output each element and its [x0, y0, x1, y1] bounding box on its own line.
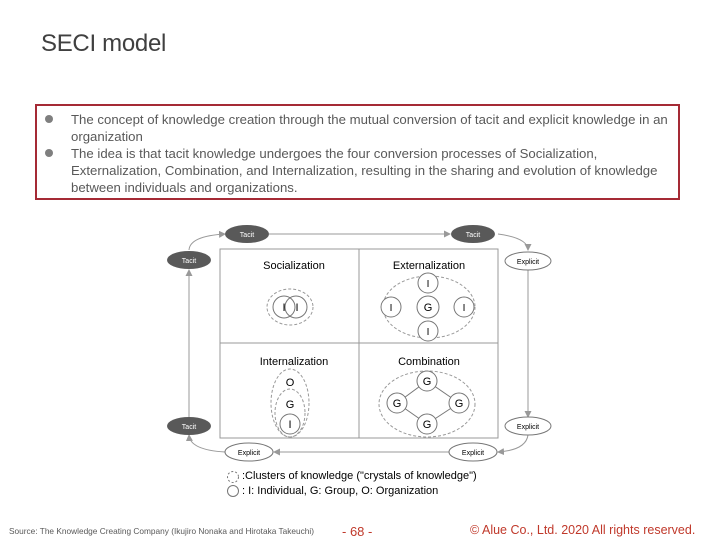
node-ext-right: I — [463, 303, 466, 314]
node-com-top: G — [423, 376, 432, 388]
svg-text:Tacit: Tacit — [182, 258, 196, 265]
slide-title: SECI model — [41, 30, 167, 57]
node-ext-top: I — [427, 279, 430, 290]
node-soc-b: I — [295, 302, 298, 314]
page-number: - 68 - — [342, 524, 373, 539]
bullet-dot-icon — [45, 115, 53, 123]
arrow-bottom-right — [497, 434, 529, 456]
bullet-text: The concept of knowledge creation throug… — [71, 112, 668, 144]
svg-text:Tacit: Tacit — [466, 232, 480, 239]
oval-explicit-right-lower: Explicit — [504, 416, 552, 436]
socialization-cluster: I I — [266, 288, 314, 326]
node-int-top: O — [286, 377, 295, 389]
legend-clusters: :Clusters of knowledge ("crystals of kno… — [242, 470, 477, 482]
svg-text:Tacit: Tacit — [240, 232, 254, 239]
node-com-left: G — [393, 398, 402, 410]
node-int-mid: G — [286, 399, 295, 411]
legend-dashed-circle-icon — [227, 471, 239, 483]
arrow-bottom-left — [185, 434, 226, 453]
oval-explicit-bottom-right: Explicit — [448, 442, 498, 462]
bullet-item: The idea is that tacit knowledge undergo… — [37, 145, 677, 196]
node-ext-center: G — [424, 302, 433, 314]
internalization-cluster: O G I — [270, 368, 310, 438]
footer-source: Source: The Knowledge Creating Company (… — [9, 526, 314, 536]
oval-explicit-bottom-left: Explicit — [224, 442, 274, 462]
svg-text:Explicit: Explicit — [238, 450, 260, 457]
quadrant-combination: Combination — [398, 356, 460, 368]
oval-tacit-top-right: Tacit — [451, 225, 495, 243]
combination-cluster: G G G G — [378, 370, 476, 438]
svg-text:Explicit: Explicit — [517, 259, 539, 266]
oval-explicit-right-upper: Explicit — [504, 251, 552, 271]
oval-tacit-left-upper: Tacit — [167, 251, 211, 269]
bullet-list: The concept of knowledge creation throug… — [37, 111, 677, 196]
svg-text:Tacit: Tacit — [182, 424, 196, 431]
summary-box: The concept of knowledge creation throug… — [35, 104, 680, 200]
quadrant-externalization: Externalization — [393, 260, 465, 272]
externalization-cluster: I I G I I — [380, 272, 476, 342]
oval-tacit-left-lower: Tacit — [167, 417, 211, 435]
bullet-text: The idea is that tacit knowledge undergo… — [71, 146, 658, 195]
bullet-item: The concept of knowledge creation throug… — [37, 111, 677, 145]
svg-text:Explicit: Explicit — [517, 424, 539, 431]
legend-units: : I: Individual, G: Group, O: Organizati… — [242, 485, 439, 497]
footer-copyright: © Alue Co., Ltd. 2020 All rights reserve… — [470, 523, 696, 537]
flow-arrows — [185, 230, 532, 456]
quadrant-internalization: Internalization — [260, 356, 329, 368]
quadrant-socialization: Socialization — [263, 260, 325, 272]
legend-solid-circle-icon — [227, 485, 239, 497]
node-com-bottom: G — [423, 419, 432, 431]
bullet-dot-icon — [45, 149, 53, 157]
quadrant-grid — [219, 248, 499, 439]
arrow-top-left — [188, 230, 226, 251]
node-int-bottom: I — [288, 419, 291, 431]
node-soc-a: I — [282, 302, 285, 314]
oval-tacit-top-left: Tacit — [225, 225, 269, 243]
node-com-right: G — [455, 398, 464, 410]
node-ext-left: I — [390, 303, 393, 314]
svg-text:Explicit: Explicit — [462, 450, 484, 457]
arrow-top-right — [497, 233, 532, 251]
node-ext-bottom: I — [427, 327, 430, 338]
